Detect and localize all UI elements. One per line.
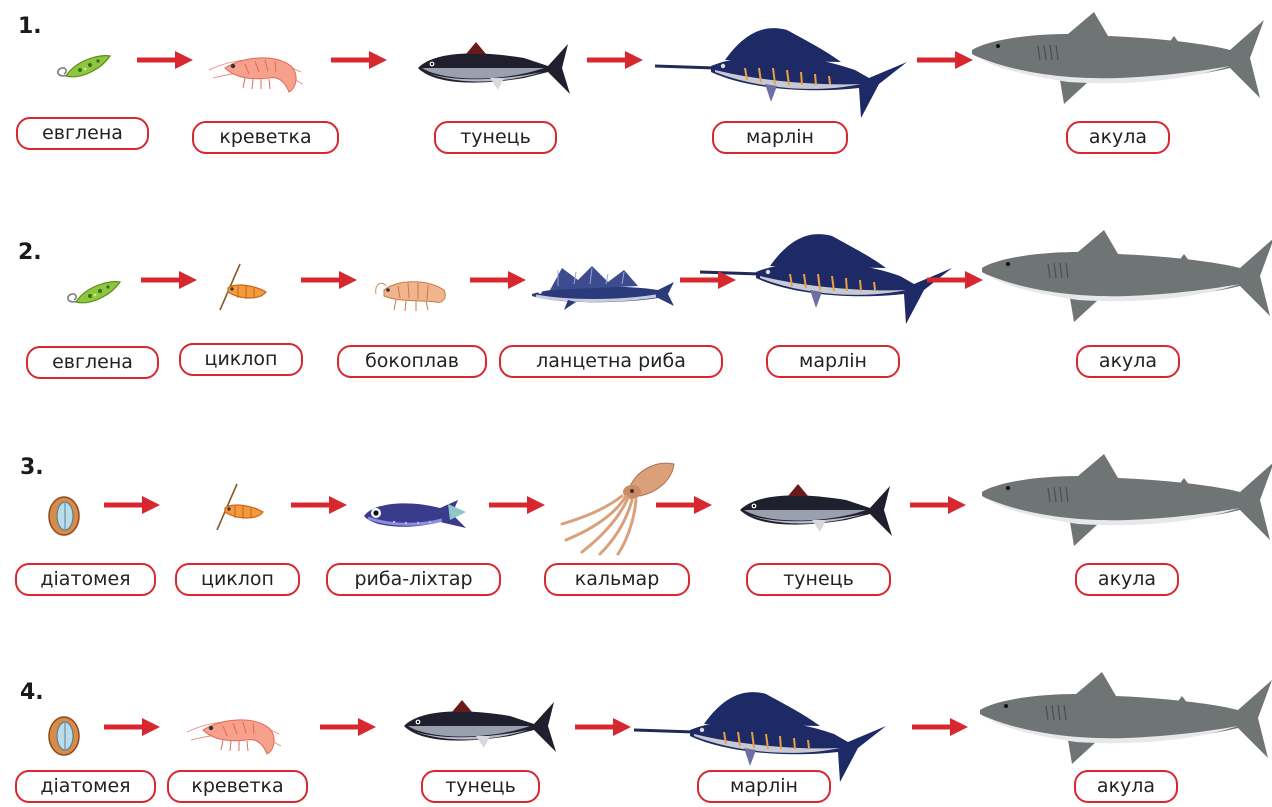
arrow-right-icon (104, 495, 160, 515)
marlin-icon (655, 22, 915, 122)
organism-label: ланцетна риба (499, 345, 723, 378)
organism-label: евглена (16, 117, 149, 150)
arrow-right-icon (587, 50, 643, 70)
organism-label: тунець (421, 770, 540, 803)
euglena-icon (62, 276, 122, 312)
arrow-right-icon (917, 50, 973, 70)
organism-label: креветка (167, 770, 308, 803)
lanternfish-icon (360, 494, 470, 534)
organism-label: акула (1075, 563, 1179, 596)
arrow-right-icon (656, 495, 712, 515)
euglena-icon (52, 50, 112, 86)
arrow-right-icon (910, 495, 966, 515)
copepod-icon (207, 482, 267, 532)
organism-label: кальмар (544, 563, 690, 596)
organism-label: марлін (697, 770, 831, 803)
arrow-right-icon (301, 270, 357, 290)
organism-label: циклоп (179, 343, 303, 376)
chain-number: 4. (20, 680, 44, 705)
marlin-icon (700, 228, 960, 328)
organism-label: діатомея (15, 563, 156, 596)
arrow-right-icon (137, 50, 193, 70)
organism-label: креветка (192, 121, 339, 154)
organism-label: циклоп (175, 563, 300, 596)
chain-number: 3. (20, 455, 44, 480)
chain-number: 2. (18, 240, 42, 265)
arrow-right-icon (320, 717, 376, 737)
arrow-right-icon (575, 717, 631, 737)
diatom-icon (44, 494, 84, 538)
shark-icon (976, 670, 1272, 770)
copepod-icon (210, 262, 270, 312)
organism-label: акула (1066, 121, 1170, 154)
organism-label: тунець (434, 121, 557, 154)
organism-label: риба-ліхтар (326, 563, 501, 596)
tuna-icon (400, 696, 560, 756)
organism-label: діатомея (15, 770, 156, 803)
arrow-right-icon (680, 270, 736, 290)
arrow-right-icon (470, 270, 526, 290)
chain-number: 1. (18, 14, 42, 39)
lancetfish-icon (528, 262, 678, 312)
arrow-right-icon (489, 495, 545, 515)
arrow-right-icon (104, 717, 160, 737)
amphipod-icon (370, 274, 450, 314)
tuna-icon (414, 38, 574, 98)
shrimp-icon (205, 48, 305, 98)
shark-icon (968, 10, 1268, 110)
organism-label: тунець (746, 563, 891, 596)
organism-label: акула (1076, 345, 1180, 378)
arrow-right-icon (912, 717, 968, 737)
organism-label: евглена (26, 346, 159, 379)
shark-icon (978, 228, 1272, 328)
organism-label: акула (1074, 770, 1178, 803)
organism-label: марлін (712, 121, 848, 154)
organism-label: марлін (766, 345, 900, 378)
tuna-icon (736, 480, 896, 540)
arrow-right-icon (927, 270, 983, 290)
arrow-right-icon (331, 50, 387, 70)
diatom-icon (44, 714, 84, 758)
arrow-right-icon (291, 495, 347, 515)
shark-icon (978, 452, 1272, 552)
shrimp-icon (183, 710, 283, 760)
organism-label: бокоплав (337, 345, 487, 378)
arrow-right-icon (141, 270, 197, 290)
